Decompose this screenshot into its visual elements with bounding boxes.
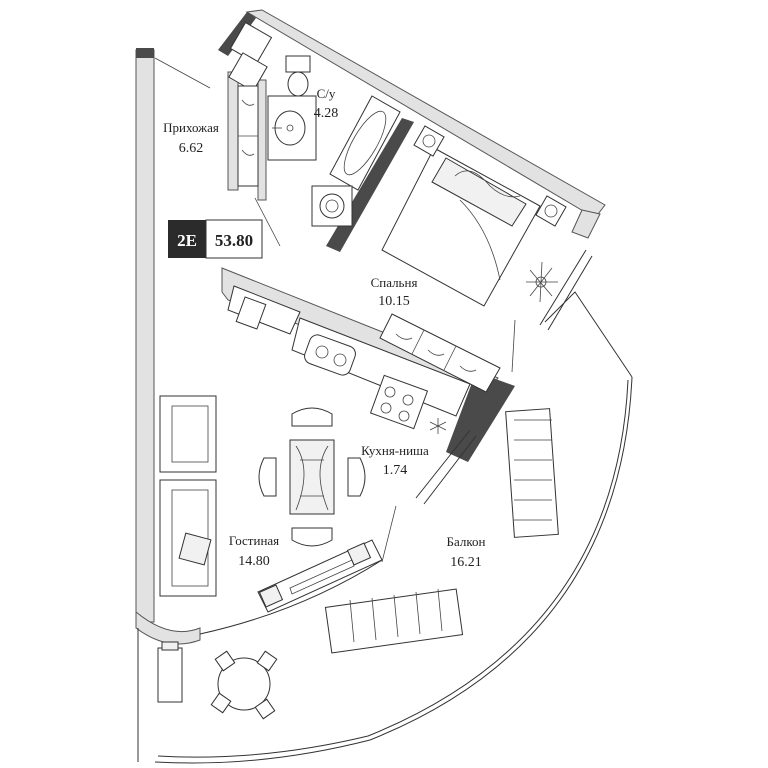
wall-bedroom-right <box>571 209 601 239</box>
bed-icon <box>381 147 541 307</box>
sunlounger-1-icon <box>505 408 559 538</box>
bathroom-fixtures <box>154 21 401 247</box>
nightstand-left <box>413 125 445 157</box>
wall-left <box>135 49 155 623</box>
area-badge: 2E 53.80 <box>168 219 263 259</box>
stove-icon <box>369 374 429 430</box>
balcony-area: 16.21 <box>450 555 482 570</box>
hall-wardrobe <box>237 85 259 187</box>
living-furniture <box>159 395 397 613</box>
living-label: Гостиная <box>229 533 279 548</box>
snowflake-icon <box>429 418 447 434</box>
balcony-outline <box>137 249 633 764</box>
sunlounger-2-icon <box>324 588 464 654</box>
wall-hall-storage-2 <box>257 79 267 201</box>
bedroom-wardrobe <box>379 313 501 393</box>
bedroom-furniture <box>379 125 567 393</box>
washing-machine-icon <box>311 185 353 227</box>
badge-total-area: 53.80 <box>215 231 253 250</box>
bathroom-label: С/у <box>317 86 336 101</box>
living-area: 14.80 <box>238 554 270 569</box>
wall-bottom-arc <box>135 610 201 645</box>
fridge-icon <box>235 296 267 330</box>
kitchen-area: 1.74 <box>383 463 408 478</box>
room-labels: Прихожая 6.62 С/у 4.28 Спальня 10.15 Кух… <box>163 86 485 570</box>
storage-box-icon <box>157 641 183 703</box>
hallway-label: Прихожая <box>163 120 219 135</box>
sofa-icon <box>159 479 217 597</box>
bathroom-area: 4.28 <box>314 106 339 121</box>
dining-table-icon <box>258 407 366 547</box>
badge-type: 2E <box>177 231 197 250</box>
nightstand-right <box>535 195 567 227</box>
toilet-icon <box>285 55 311 97</box>
balcony-label: Балкон <box>447 534 486 549</box>
wall-hall-storage <box>227 71 239 191</box>
shelf-unit-2 <box>228 52 268 92</box>
balcony-furniture <box>157 408 559 720</box>
outdoor-table-icon <box>210 650 278 720</box>
wall-left-cap <box>136 48 154 58</box>
tv-stand-icon <box>257 539 383 613</box>
bedroom-label: Спальня <box>371 275 418 290</box>
sink-icon <box>267 95 317 161</box>
wall-top <box>245 9 606 219</box>
kitchen-fixtures <box>227 285 471 434</box>
wall-partition-dark <box>446 372 515 462</box>
bedroom-area: 10.15 <box>378 294 410 309</box>
hallway-area: 6.62 <box>179 141 204 156</box>
kitchen-label: Кухня-ниша <box>361 443 429 458</box>
bathtub-icon <box>329 95 401 191</box>
armchair-icon <box>159 395 217 473</box>
plant-icon <box>526 261 558 303</box>
kitchen-sink-icon <box>304 334 356 376</box>
